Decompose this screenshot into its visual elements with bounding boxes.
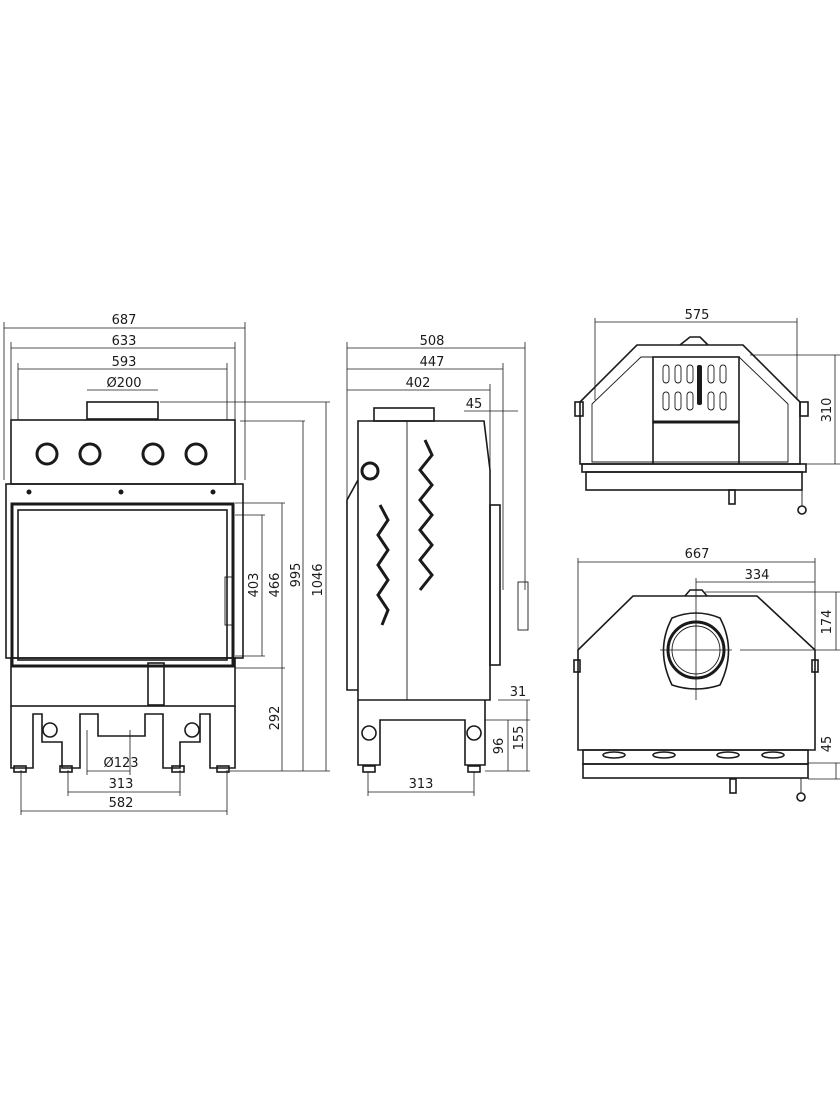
top-section-dim-lines xyxy=(594,318,840,465)
top-view-dim-lines xyxy=(577,558,840,780)
glass xyxy=(17,509,228,661)
convection-outlet xyxy=(35,442,59,466)
door xyxy=(10,502,235,668)
top-convection-outlets xyxy=(602,751,785,759)
top-body xyxy=(577,595,816,751)
dim-section-depth: 310 xyxy=(820,398,835,423)
side-air-duct xyxy=(346,479,359,691)
dim-door-bottom-height: 292 xyxy=(268,706,283,731)
side-flue-collar xyxy=(373,407,435,422)
dim-glass-height: 403 xyxy=(247,573,262,598)
flue-collar xyxy=(86,401,159,420)
base-frame xyxy=(10,657,236,707)
dim-top-width: 667 xyxy=(685,547,710,562)
dim-flue-center-offset: 334 xyxy=(745,568,770,583)
leveling-feet xyxy=(13,765,230,773)
convection-outlet xyxy=(141,442,165,466)
grate-slots xyxy=(662,364,727,411)
dim-total-width: 687 xyxy=(112,313,137,328)
legs xyxy=(10,706,236,769)
side-view: 508 447 402 45 31 96 155 313 xyxy=(346,334,530,796)
top-section-view: 575 310 xyxy=(574,308,840,515)
heat-exchanger-fins xyxy=(376,504,390,626)
dim-body-height: 995 xyxy=(289,563,304,588)
dim-flue-diameter: Ø200 xyxy=(106,376,141,391)
side-door-frame xyxy=(489,504,501,666)
firebox-section xyxy=(579,344,801,465)
door-section xyxy=(581,463,807,473)
convection-outlet xyxy=(184,442,208,466)
dim-total-depth: 508 xyxy=(420,334,445,349)
dim-section-width: 575 xyxy=(685,308,710,323)
side-handle xyxy=(517,581,529,631)
dim-frame-depth: 45 xyxy=(466,397,483,412)
air-control-lever xyxy=(147,662,165,706)
dim-inner-width: 593 xyxy=(112,355,137,370)
dim-door-height: 466 xyxy=(268,573,283,598)
dim-body-width: 633 xyxy=(112,334,137,349)
dim-top-frame-depth: 45 xyxy=(820,736,835,753)
dim-outer-leg-spacing: 582 xyxy=(109,796,134,811)
dim-flue-center-depth: 174 xyxy=(820,610,835,635)
side-convection-outlet xyxy=(360,461,380,481)
heat-exchanger-fins xyxy=(418,439,434,591)
flue-plate xyxy=(662,612,730,690)
front-view: 687 633 593 Ø200 403 466 995 1046 292 Ø1… xyxy=(3,313,330,815)
front-dim-lines xyxy=(3,322,330,815)
dim-leg-height: 155 xyxy=(512,726,527,751)
dim-inner-leg-spacing: 313 xyxy=(109,777,134,792)
dim-inlet-height: 96 xyxy=(492,738,507,755)
side-legs xyxy=(357,700,486,766)
convection-outlet xyxy=(78,442,102,466)
dim-body-depth: 447 xyxy=(420,355,445,370)
dim-frame-offset: 31 xyxy=(510,685,527,700)
dim-inner-depth: 402 xyxy=(406,376,431,391)
door-handle-spring xyxy=(224,576,234,626)
dim-side-leg-spacing: 313 xyxy=(409,777,434,792)
dim-air-inlet-diameter: Ø123 xyxy=(103,756,138,771)
upper-body xyxy=(10,419,236,485)
top-view: 667 334 174 45 xyxy=(573,547,840,802)
dim-total-height: 1046 xyxy=(311,563,326,596)
